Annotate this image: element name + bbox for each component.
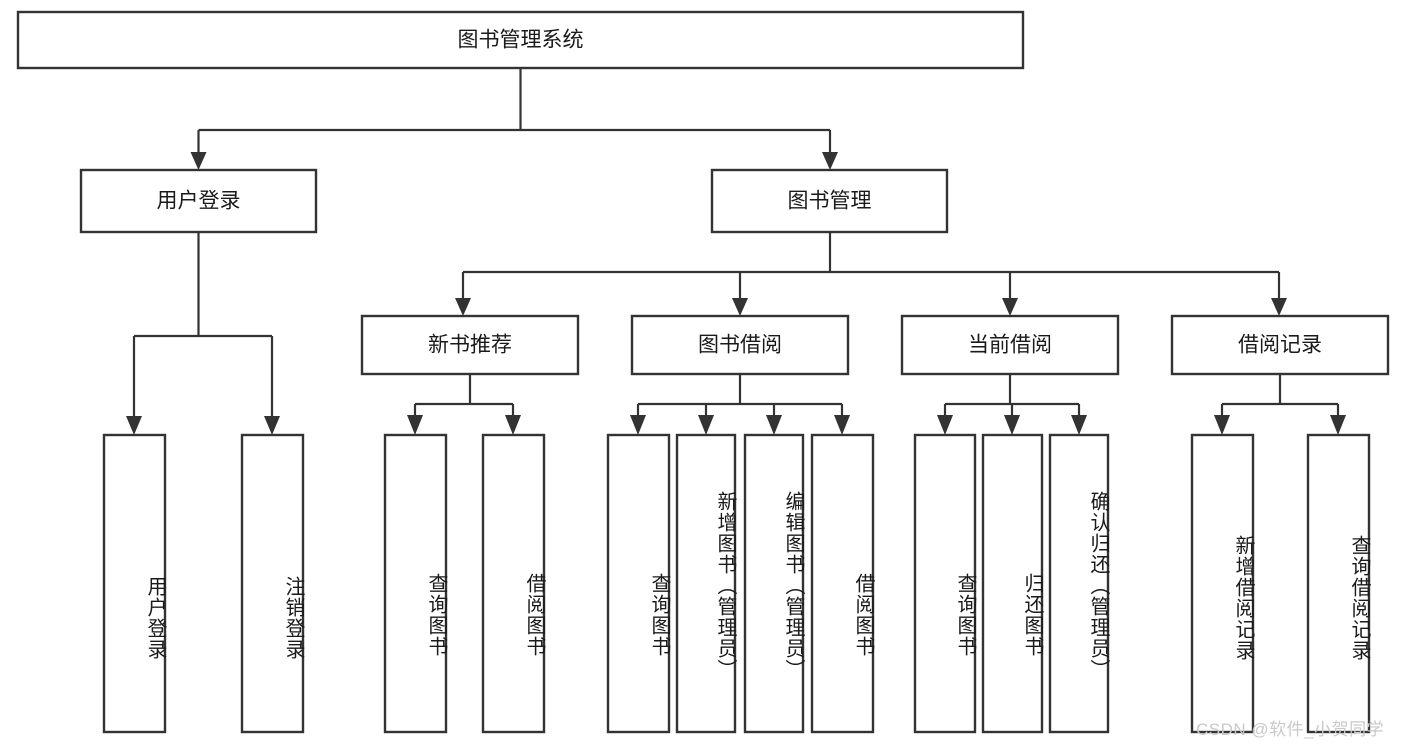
connector-group-book-manage [455, 232, 1287, 316]
node-user-login[interactable]: 用户登录 [79, 168, 318, 234]
node-current-borrow[interactable]: 当前借阅 [900, 314, 1120, 376]
arrow-head-icon [407, 415, 423, 435]
connector-group-new-book [407, 374, 521, 435]
node-book-borrow-label: 图书借阅 [698, 334, 782, 357]
connector-group-borrow-record [1214, 374, 1346, 435]
connector-group-user-login [126, 232, 280, 435]
leaf-query-book-1-box[interactable] [383, 433, 448, 734]
csdn-watermark: CSDN @软件_小贺同学 [1196, 720, 1385, 739]
arrow-head-icon [1214, 415, 1230, 435]
arrow-head-icon [1004, 415, 1020, 435]
leaf-query-record-box[interactable] [1306, 433, 1371, 734]
arrow-head-icon [834, 415, 850, 435]
leaf-query-book-3-box[interactable] [913, 433, 977, 734]
arrow-head-icon [505, 415, 521, 435]
node-root-box[interactable] [16, 10, 1025, 70]
arrow-head-icon [1071, 415, 1087, 435]
connector-group-root [190, 68, 838, 170]
arrow-head-icon [732, 298, 748, 316]
node-new-book-recommend-label: 新书推荐 [428, 334, 512, 357]
arrow-head-icon [1002, 298, 1018, 316]
node-user-login-label: 用户登录 [157, 190, 241, 213]
connector-group-book-borrow [630, 374, 850, 435]
arrow-head-icon [630, 415, 646, 435]
leaf-return-book-box[interactable] [981, 433, 1044, 734]
arrow-head-icon [1271, 298, 1287, 316]
connector-group-current-borrow [937, 374, 1087, 435]
node-book-manage-box[interactable] [710, 168, 949, 234]
node-book-manage-label: 图书管理 [788, 190, 872, 213]
leaf-user-login-box[interactable] [102, 433, 167, 734]
arrow-head-icon [264, 416, 280, 435]
node-borrow-record-box[interactable] [1170, 314, 1390, 376]
node-borrow-record-label: 借阅记录 [1238, 334, 1322, 357]
node-user-login-box[interactable] [79, 168, 318, 234]
arrow-head-icon [698, 415, 714, 435]
arrow-head-icon [1330, 415, 1346, 435]
node-root[interactable]: 图书管理系统 [16, 10, 1025, 70]
node-new-book-recommend-box[interactable] [360, 314, 580, 376]
node-borrow-record[interactable]: 借阅记录 [1170, 314, 1390, 376]
node-root-label: 图书管理系统 [458, 29, 584, 52]
node-book-borrow-box[interactable] [630, 314, 850, 376]
leaf-query-book-2-box[interactable] [606, 433, 671, 734]
leaf-logout-login-box[interactable] [240, 433, 305, 734]
arrow-head-icon [126, 416, 142, 435]
arrow-head-icon [455, 298, 471, 316]
node-book-borrow[interactable]: 图书借阅 [630, 314, 850, 376]
node-new-book-recommend[interactable]: 新书推荐 [360, 314, 580, 376]
arrow-head-icon [766, 415, 782, 435]
node-current-borrow-box[interactable] [900, 314, 1120, 376]
leaf-add-book-box[interactable] [675, 433, 737, 734]
arrow-head-icon [190, 152, 207, 170]
leaf-confirm-return-box[interactable] [1048, 433, 1110, 734]
leaf-add-record-box[interactable] [1190, 433, 1255, 734]
leaf-borrow-book-2-box[interactable] [810, 433, 875, 734]
leaf-edit-book-box[interactable] [743, 433, 805, 734]
leaf-boxes [102, 433, 1371, 734]
node-book-manage[interactable]: 图书管理 [710, 168, 949, 234]
node-current-borrow-label: 当前借阅 [968, 334, 1052, 357]
arrow-head-icon [822, 152, 838, 170]
arrow-head-icon [937, 415, 953, 435]
leaf-borrow-book-1-box[interactable] [481, 433, 546, 734]
